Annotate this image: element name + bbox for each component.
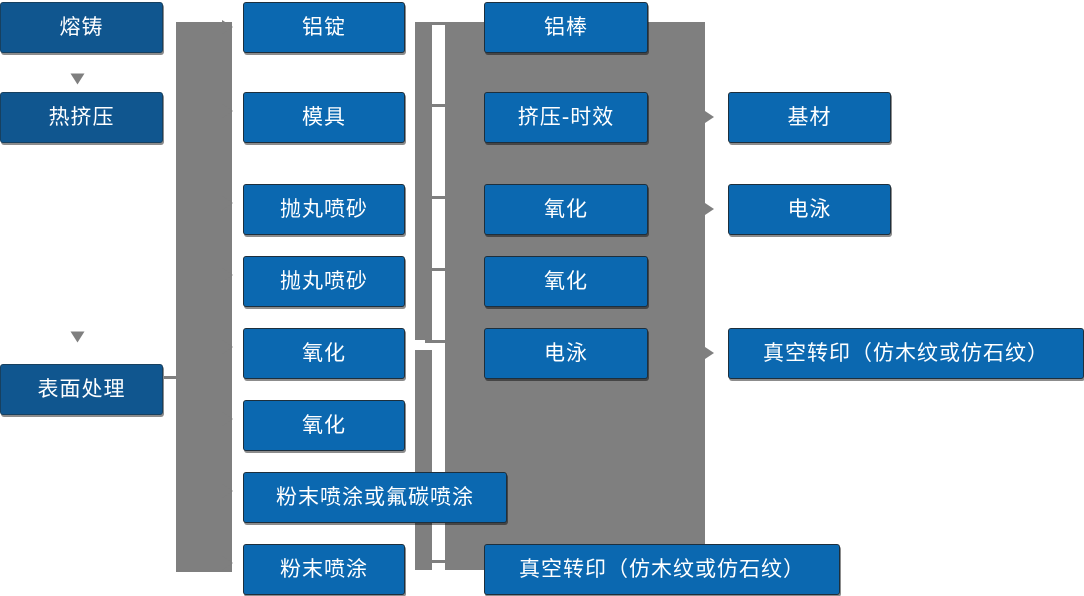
process-box-mold[interactable]: 模具: [243, 89, 408, 143]
process-label-electrophoresis-1: 电泳: [544, 341, 588, 365]
arrowhead-left-5: [222, 412, 233, 426]
connector-bar-mid-a2: [415, 350, 432, 570]
connector-bar-mid-a: [415, 22, 432, 340]
output-box-substrate[interactable]: 基材: [728, 89, 894, 143]
arrowhead-left-2: [222, 196, 233, 210]
arrowhead-left-3: [222, 268, 233, 282]
output-label-vacuum-transfer: 真空转印（仿木纹或仿石纹）: [763, 341, 1049, 365]
process-label-mold: 模具: [302, 105, 346, 129]
process-label-extrusion-aging: 挤压-时效: [517, 105, 615, 129]
process-label-powder-or-fluorocarbon-coating: 粉末喷涂或氟碳喷涂: [276, 485, 474, 509]
process-box-vacuum-transfer-1[interactable]: 真空转印（仿木纹或仿石纹）: [484, 541, 843, 595]
process-box-extrusion-aging[interactable]: 挤压-时效: [484, 89, 651, 143]
arrowhead-left-4: [222, 340, 233, 354]
process-label-aluminum-bar: 铝棒: [544, 15, 588, 39]
process-box-aluminum-bar[interactable]: 铝棒: [484, 0, 651, 53]
connector-stub-0: [425, 22, 461, 25]
arrowhead-stage-down-2: [70, 331, 85, 343]
stage-box-surface-treatment[interactable]: 表面处理: [0, 361, 166, 415]
arrowhead-left-0: [222, 20, 233, 34]
process-label-shotblast-1: 抛丸喷砂: [280, 197, 368, 221]
process-label-oxidation-3: 氧化: [544, 197, 588, 221]
connector-stub-4: [425, 340, 461, 343]
stage-box-melting[interactable]: 熔铸: [0, 0, 166, 53]
process-box-ingot[interactable]: 铝锭: [243, 0, 408, 53]
process-label-oxidation-4: 氧化: [544, 269, 588, 293]
process-label-oxidation-2: 氧化: [302, 413, 346, 437]
process-box-electrophoresis-1[interactable]: 电泳: [484, 325, 651, 379]
process-label-powder-coating: 粉末喷涂: [280, 557, 368, 581]
arrowhead-right-0: [705, 111, 714, 123]
connector-stub-5: [425, 560, 461, 563]
stage-label-melting: 熔铸: [59, 15, 104, 39]
process-label-vacuum-transfer-1: 真空转印（仿木纹或仿石纹）: [519, 557, 805, 581]
process-box-oxidation-2[interactable]: 氧化: [243, 397, 408, 451]
arrowhead-stage-down: [70, 73, 85, 85]
arrowhead-right-1: [705, 203, 714, 215]
process-box-powder-coating[interactable]: 粉末喷涂: [243, 541, 408, 595]
process-box-shotblast-2[interactable]: 抛丸喷砂: [243, 253, 408, 307]
process-box-oxidation-3[interactable]: 氧化: [484, 181, 651, 235]
process-label-shotblast-2: 抛丸喷砂: [280, 269, 368, 293]
stage-label-surface-treatment: 表面处理: [37, 377, 126, 401]
process-box-oxidation-4[interactable]: 氧化: [484, 253, 651, 307]
stage-box-extrusion[interactable]: 热挤压: [0, 89, 166, 143]
stage-label-extrusion: 热挤压: [48, 105, 115, 129]
connector-stub-1: [425, 104, 461, 107]
connector-bar-left-notch: [164, 376, 178, 379]
process-label-oxidation-1: 氧化: [302, 341, 346, 365]
process-box-oxidation-1[interactable]: 氧化: [243, 325, 408, 379]
output-box-electrophoresis[interactable]: 电泳: [728, 181, 894, 235]
arrowhead-right-2: [705, 347, 714, 359]
arrowhead-left-6: [222, 484, 233, 498]
arrowhead-left-1: [222, 104, 233, 118]
output-label-substrate: 基材: [787, 105, 832, 129]
output-label-electrophoresis: 电泳: [787, 197, 832, 221]
connector-stub-2: [425, 196, 461, 199]
process-box-powder-or-fluorocarbon-coating[interactable]: 粉末喷涂或氟碳喷涂: [243, 469, 510, 523]
connector-stub-3: [425, 268, 461, 271]
process-box-shotblast-1[interactable]: 抛丸喷砂: [243, 181, 408, 235]
arrowhead-left-7: [222, 556, 233, 570]
process-label-ingot: 铝锭: [302, 15, 346, 39]
output-box-vacuum-transfer[interactable]: 真空转印（仿木纹或仿石纹）: [728, 325, 1084, 379]
